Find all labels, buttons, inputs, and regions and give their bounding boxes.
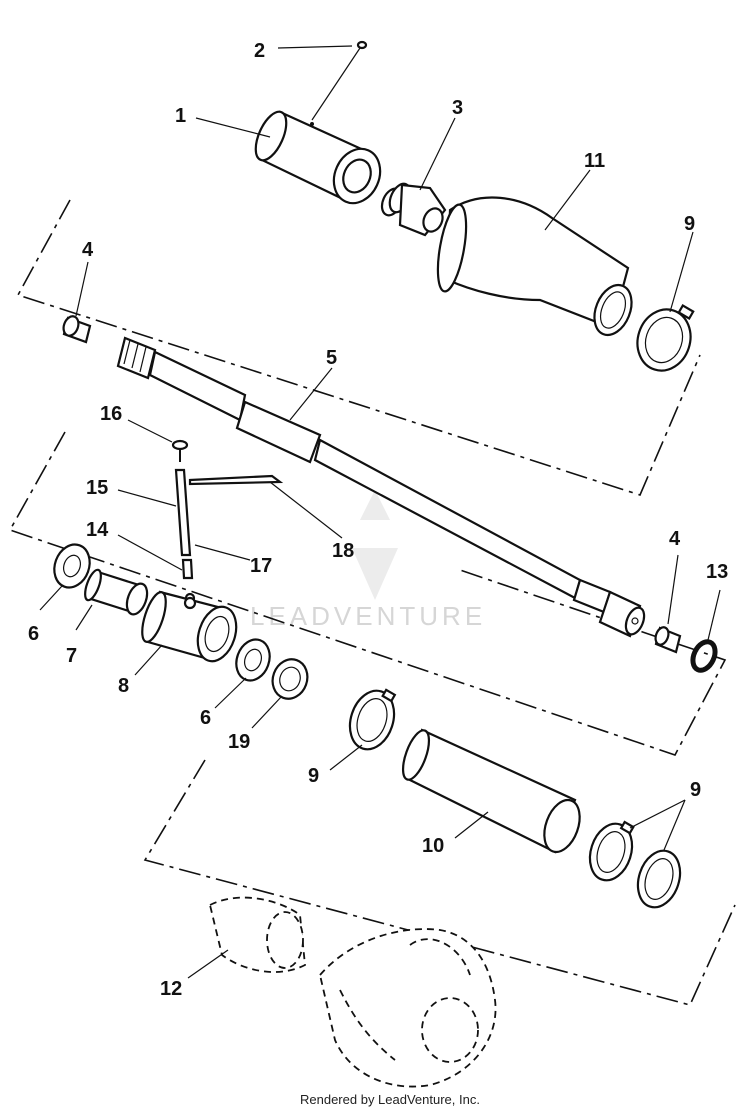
part-4-end-cap-lower bbox=[654, 626, 682, 654]
part-18-cotter-pin bbox=[188, 474, 284, 486]
part-10-hose bbox=[401, 728, 581, 854]
leadventure-watermark: LEADVENTURE bbox=[250, 490, 486, 631]
callout-1: 1 bbox=[175, 105, 186, 127]
alignment-box-middle bbox=[8, 431, 727, 756]
callout-12: 12 bbox=[160, 978, 182, 1000]
callout-5: 5 bbox=[326, 347, 337, 369]
callout-6-left: 6 bbox=[28, 623, 39, 645]
part-5-drive-shaft bbox=[116, 336, 646, 638]
footer-credit: Rendered by LeadVenture, Inc. bbox=[300, 1092, 480, 1107]
part-14-fitting bbox=[181, 558, 196, 604]
callout-11: 11 bbox=[584, 150, 605, 172]
part-7-sleeve-bushing bbox=[84, 568, 149, 616]
part-15-rod bbox=[174, 468, 192, 557]
callout-7: 7 bbox=[66, 645, 77, 667]
callout-labels: 2 1 3 11 9 4 5 16 15 14 18 17 4 13 6 7 8… bbox=[28, 40, 728, 1000]
alignment-box-upper bbox=[16, 199, 701, 496]
callout-9-lower: 9 bbox=[690, 779, 701, 801]
part-1-coupler-housing bbox=[254, 110, 382, 205]
callout-18: 18 bbox=[332, 540, 354, 562]
part-4-end-cap-upper bbox=[62, 315, 92, 344]
part-13-o-ring bbox=[690, 639, 718, 673]
callout-17: 17 bbox=[250, 555, 272, 577]
part-9-hose-clamp-middle bbox=[348, 688, 397, 751]
part-3-elbow-connector bbox=[380, 182, 447, 237]
callout-4-lower: 4 bbox=[669, 528, 681, 550]
callout-8: 8 bbox=[118, 675, 129, 697]
callout-2: 2 bbox=[254, 40, 265, 62]
part-9-hose-clamp-lower-b bbox=[636, 849, 682, 909]
callout-9-middle: 9 bbox=[308, 765, 319, 787]
part-8-bearing-housing bbox=[141, 590, 238, 663]
part-6-washer-right bbox=[235, 638, 271, 682]
callout-10: 10 bbox=[422, 835, 444, 857]
propeller-reference bbox=[319, 928, 497, 1088]
part-9-hose-clamp-top bbox=[636, 304, 695, 372]
callout-6-right: 6 bbox=[200, 707, 211, 729]
part-19-seal bbox=[271, 658, 309, 700]
part-2-grease-fitting bbox=[311, 40, 368, 121]
callout-14: 14 bbox=[86, 519, 109, 541]
callout-13: 13 bbox=[706, 561, 728, 583]
svg-text:LEADVENTURE: LEADVENTURE bbox=[250, 601, 486, 631]
callout-9-top: 9 bbox=[684, 213, 695, 235]
leader-lines bbox=[39, 45, 721, 979]
callout-4-upper: 4 bbox=[82, 239, 94, 261]
part-9-hose-clamp-lower-a bbox=[588, 820, 635, 882]
part-12-reference-housing bbox=[208, 896, 306, 973]
callout-15: 15 bbox=[86, 477, 108, 499]
part-16-pin-head bbox=[171, 439, 189, 462]
part-11-boot bbox=[436, 196, 633, 337]
callout-3: 3 bbox=[452, 97, 463, 119]
part-6-washer-left bbox=[53, 543, 91, 589]
callout-19: 19 bbox=[228, 731, 250, 753]
callout-16: 16 bbox=[100, 403, 122, 425]
